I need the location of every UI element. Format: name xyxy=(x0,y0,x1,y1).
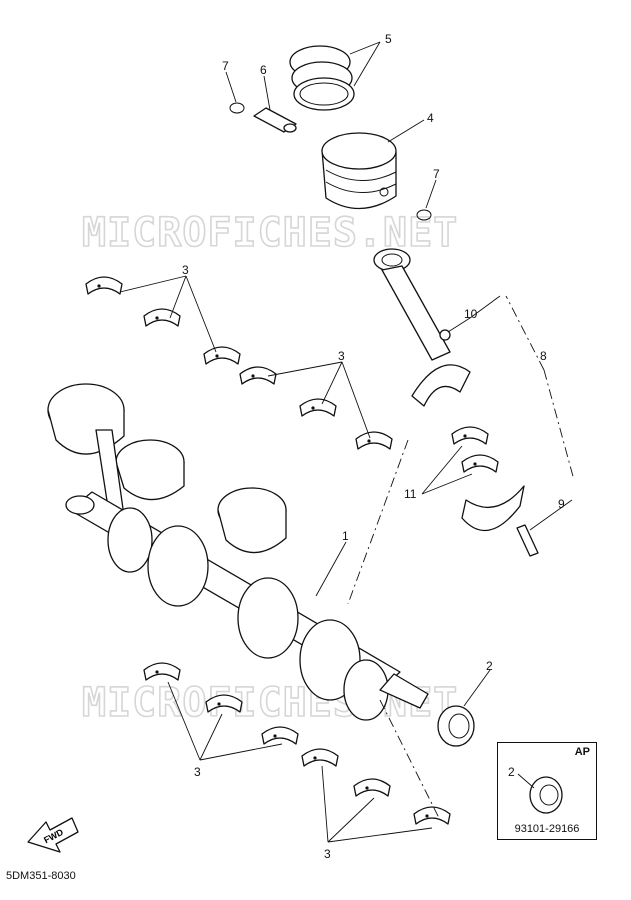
callout-7-top: 7 xyxy=(222,59,229,73)
piston-rings xyxy=(289,45,355,111)
callout-3-lower-left: 3 xyxy=(194,765,201,779)
callout-1: 1 xyxy=(342,529,349,543)
ap-callout-2: 2 xyxy=(508,765,515,779)
callout-3-upper-right: 3 xyxy=(338,349,345,363)
circlip-top xyxy=(229,102,245,114)
ap-oil-seal xyxy=(529,776,563,814)
callout-5: 5 xyxy=(385,32,392,46)
rod-cap xyxy=(461,485,539,557)
piston xyxy=(321,132,397,210)
callout-3-upper-left: 3 xyxy=(182,263,189,277)
ap-label: AP xyxy=(574,746,590,758)
callout-4: 4 xyxy=(427,111,434,125)
callout-10: 10 xyxy=(464,307,478,321)
callout-9: 9 xyxy=(558,497,565,511)
crankshaft-assembly xyxy=(47,383,429,721)
circlip-right xyxy=(416,209,432,221)
oil-seal xyxy=(437,705,475,747)
diagram-code: 5DM351-8030 xyxy=(6,870,76,882)
connecting-rod xyxy=(373,248,471,407)
callout-11: 11 xyxy=(404,487,417,501)
ap-box: AP 93101-29166 xyxy=(497,742,597,840)
ap-part-number: 93101-29166 xyxy=(514,823,580,835)
callout-6: 6 xyxy=(260,63,267,77)
callout-7-right: 7 xyxy=(433,167,440,181)
callout-8: 8 xyxy=(540,349,547,363)
callout-3-lower-right: 3 xyxy=(324,847,331,861)
leader-lines xyxy=(119,41,575,843)
watermark-top: MICROFICHES.NET xyxy=(82,210,458,256)
callout-2: 2 xyxy=(486,659,493,673)
piston-pin xyxy=(253,107,297,133)
fwd-arrow-icon: FWD xyxy=(27,817,79,853)
